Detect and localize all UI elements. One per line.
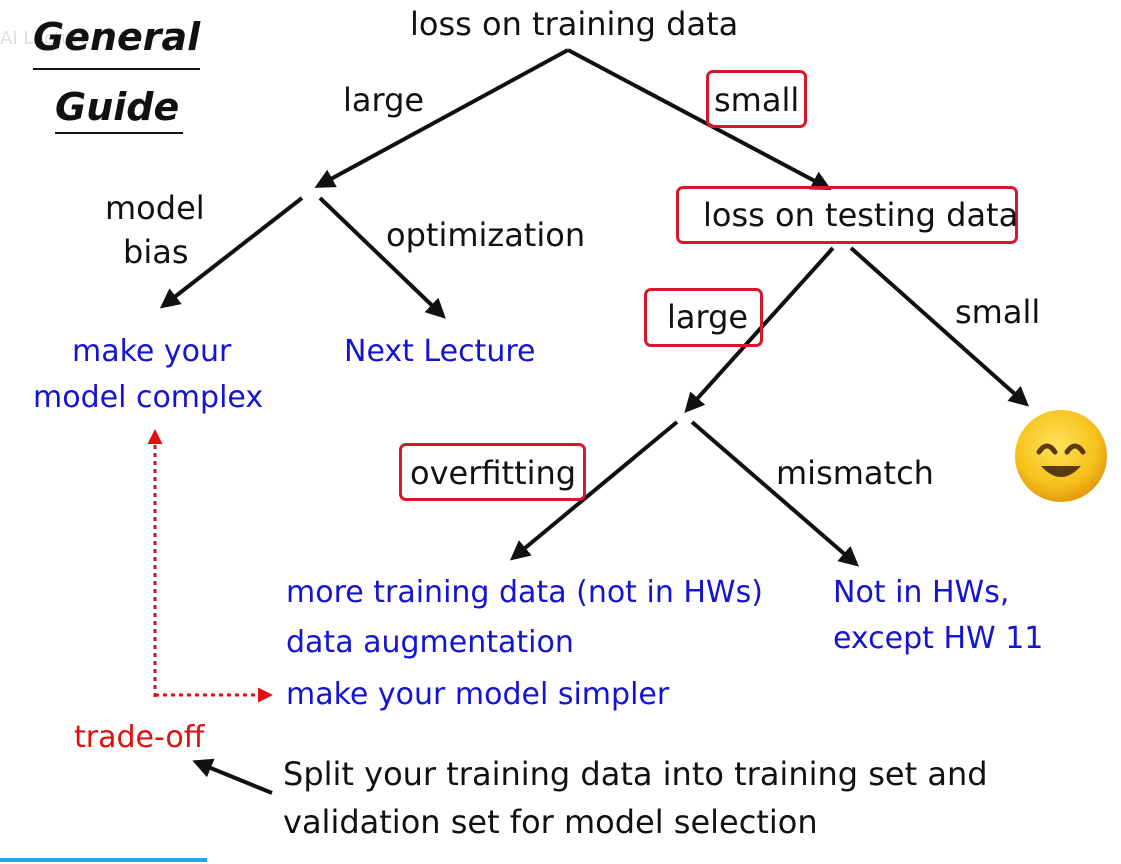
arrow-to-mismatch-fix: [690, 420, 860, 567]
highlight-box-loss-testing: [676, 186, 1018, 244]
arrow-to-next-lecture: [318, 196, 446, 319]
highlight-box-large: [644, 288, 763, 347]
split-note-line2: validation set for model selection: [283, 803, 818, 841]
node-model-complex: model complex: [33, 380, 264, 415]
node-make-your: make your: [72, 334, 232, 369]
arrow-to-model-complex: [159, 196, 304, 309]
edge-label-large-test: large: [667, 298, 749, 336]
edge-label-optimization: optimization: [386, 216, 586, 254]
title-general: General: [33, 15, 201, 59]
arrow-root-to-small: [567, 48, 832, 190]
smiling-face-icon: [1015, 410, 1107, 502]
node-data-augmentation: data augmentation: [286, 625, 574, 660]
title-underline-1: [33, 68, 200, 70]
root-node-label: loss on training data: [410, 5, 739, 43]
node-next-lecture: Next Lecture: [344, 334, 536, 369]
arrow-testing-to-small: [849, 246, 1029, 407]
edge-label-bias: bias: [123, 233, 189, 271]
node-except-hw11: except HW 11: [833, 621, 1044, 656]
node-loss-testing: loss on testing data: [703, 196, 1019, 234]
node-not-in-hws: Not in HWs,: [833, 575, 1010, 610]
arrow-split-to-tradeoff: [192, 758, 273, 795]
highlight-box-overfitting: [399, 443, 586, 501]
node-more-training-data: more training data (not in HWs): [286, 575, 763, 610]
node-make-simpler: make your model simpler: [286, 677, 670, 712]
edge-label-overfitting: overfitting: [410, 454, 577, 492]
bottom-accent-bar: [0, 858, 207, 862]
title-underline-2: [55, 132, 183, 134]
title-guide: Guide: [55, 85, 180, 129]
edge-label-small-test: small: [955, 293, 1041, 331]
split-note-line1: Split your training data into training s…: [283, 755, 988, 793]
highlight-box-small: [706, 70, 807, 128]
arrow-to-overfitting-fix: [509, 420, 679, 561]
tradeoff-label: trade-off: [74, 720, 205, 755]
watermark: AI Lecture: [0, 28, 91, 49]
edge-label-mismatch: mismatch: [776, 454, 934, 492]
edge-label-small: small: [714, 81, 800, 119]
edge-label-large: large: [343, 81, 425, 119]
edge-label-model: model: [105, 189, 205, 227]
arrow-root-to-large: [314, 48, 569, 188]
